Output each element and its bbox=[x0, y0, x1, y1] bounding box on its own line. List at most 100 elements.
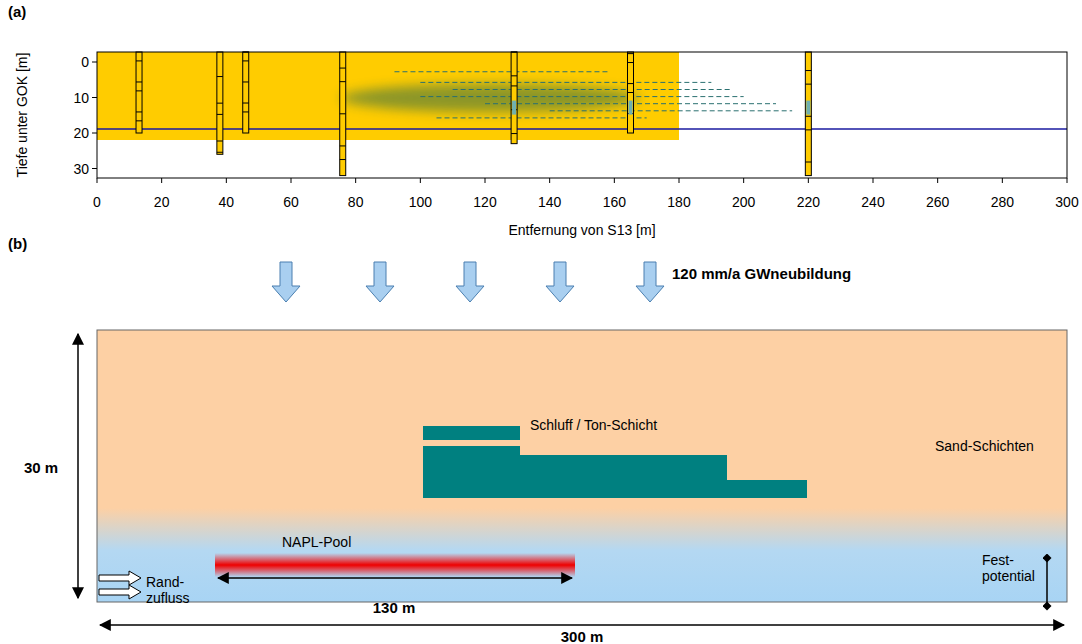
dimension-arrow bbox=[77, 334, 79, 598]
borehole-mark bbox=[628, 53, 634, 54]
tick bbox=[679, 178, 680, 183]
borehole-mark bbox=[340, 159, 346, 160]
borehole-mark bbox=[136, 120, 142, 121]
tick bbox=[1002, 178, 1003, 183]
borehole-mark bbox=[340, 145, 346, 146]
dimension-arrow bbox=[218, 577, 572, 579]
boreholes bbox=[136, 52, 811, 176]
tick-label: 10 bbox=[73, 90, 89, 106]
boundary-label: Fest- potential bbox=[982, 552, 1048, 584]
borehole-mark bbox=[340, 81, 346, 82]
borehole bbox=[136, 52, 142, 133]
borehole-mark bbox=[136, 90, 142, 91]
lens-line bbox=[420, 96, 743, 97]
borehole-mark bbox=[217, 103, 223, 104]
borehole-silt bbox=[512, 101, 516, 115]
tick bbox=[92, 133, 97, 134]
borehole bbox=[805, 52, 811, 176]
borehole-mark bbox=[511, 133, 517, 134]
fixed-head-marker bbox=[1046, 558, 1048, 606]
lens-line bbox=[420, 82, 711, 83]
borehole-mark bbox=[136, 111, 142, 112]
tick bbox=[355, 178, 356, 183]
borehole bbox=[511, 52, 517, 144]
silt-clay-layer bbox=[423, 426, 520, 440]
borehole-silt bbox=[629, 101, 633, 115]
layer-label: Schluff / Ton-Schicht bbox=[530, 417, 657, 433]
napl-pool bbox=[215, 553, 575, 577]
pool-label: NAPL-Pool bbox=[282, 534, 351, 550]
borehole-mark bbox=[243, 111, 249, 112]
boundary-label: Rand- zufluss bbox=[146, 574, 202, 606]
tick bbox=[97, 178, 98, 183]
tick bbox=[614, 178, 615, 183]
borehole-mark bbox=[628, 62, 634, 63]
tick bbox=[743, 178, 744, 183]
borehole bbox=[217, 52, 223, 154]
tick-label: 160 bbox=[603, 194, 626, 210]
tick-label: 20 bbox=[73, 125, 89, 141]
borehole-mark bbox=[805, 116, 811, 117]
tick-label: 220 bbox=[797, 194, 820, 210]
borehole-mark bbox=[243, 60, 249, 61]
axis-title: Tiefe unter GOK [m] bbox=[14, 53, 30, 178]
inflow-arrows bbox=[99, 571, 141, 599]
axis-ticks bbox=[92, 62, 1067, 183]
sand-fill bbox=[97, 52, 679, 140]
borehole-mark bbox=[136, 81, 142, 82]
recharge-arrows bbox=[272, 262, 664, 302]
borehole-mark bbox=[511, 85, 517, 86]
tick bbox=[291, 178, 292, 183]
tick-label: 300 bbox=[1055, 194, 1078, 210]
axis-title: Entfernung von S13 [m] bbox=[508, 222, 655, 238]
borehole bbox=[243, 52, 249, 133]
borehole-mark bbox=[217, 152, 223, 153]
dimension-label: 130 m bbox=[373, 600, 416, 616]
tick bbox=[1067, 178, 1068, 183]
borehole-mark bbox=[243, 81, 249, 82]
borehole-mark bbox=[628, 83, 634, 84]
tick-label: 40 bbox=[219, 194, 235, 210]
tick-label: 200 bbox=[732, 194, 755, 210]
tick bbox=[92, 97, 97, 98]
tick bbox=[161, 178, 162, 183]
lens-line bbox=[550, 110, 793, 111]
borehole-mark bbox=[243, 103, 249, 104]
aquifer bbox=[97, 508, 1067, 602]
sand-layers bbox=[97, 330, 1067, 508]
dimension-label: 30 m bbox=[24, 460, 58, 476]
tick-label: 120 bbox=[473, 194, 496, 210]
tick-label: 240 bbox=[861, 194, 884, 210]
borehole-mark bbox=[511, 75, 517, 76]
tick-label: 280 bbox=[991, 194, 1014, 210]
tick bbox=[549, 178, 550, 183]
tick bbox=[226, 178, 227, 183]
borehole-mark bbox=[805, 70, 811, 71]
silt-clay-layer bbox=[423, 446, 807, 498]
borehole-mark bbox=[805, 162, 811, 163]
tick-label: 100 bbox=[409, 194, 432, 210]
tick-label: 140 bbox=[538, 194, 561, 210]
borehole bbox=[340, 52, 346, 176]
model-frame bbox=[97, 330, 1067, 602]
layer-label: Sand-Schichten bbox=[935, 438, 1034, 454]
borehole bbox=[628, 52, 634, 133]
tick-label: 260 bbox=[926, 194, 949, 210]
silt-lenses bbox=[394, 72, 792, 118]
tick-label: 20 bbox=[154, 194, 170, 210]
tick bbox=[937, 178, 938, 183]
tick-label: 60 bbox=[283, 194, 299, 210]
tick-label: 30 bbox=[73, 161, 89, 177]
panel-label: (b) bbox=[8, 236, 27, 252]
recharge-label: 120 mm/a GWneubildung bbox=[672, 266, 851, 282]
tick bbox=[420, 178, 421, 183]
panel-label: (a) bbox=[8, 4, 26, 20]
borehole-mark bbox=[217, 141, 223, 142]
dimension-label: 300 m bbox=[561, 629, 604, 644]
tick-label: 0 bbox=[93, 194, 101, 210]
lens-line bbox=[453, 89, 731, 90]
tick bbox=[873, 178, 874, 183]
borehole-mark bbox=[217, 114, 223, 115]
